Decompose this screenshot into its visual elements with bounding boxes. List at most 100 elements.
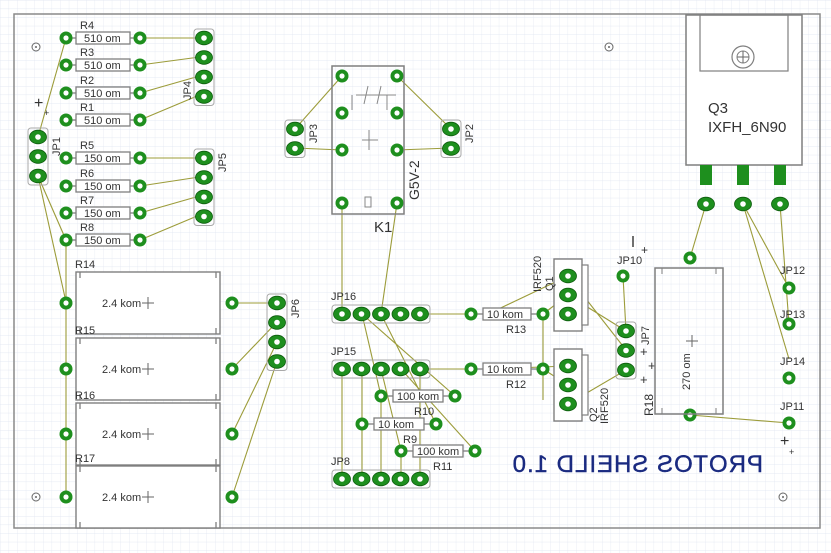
jp5-pin-4 — [195, 209, 213, 224]
mounting-hole-bottom-right — [778, 492, 788, 502]
jp10-label: JP10 — [617, 255, 642, 267]
jp1-pin-1 — [29, 129, 47, 145]
resistor-value-label: 10 kom — [378, 419, 414, 431]
jp4-pin-4 — [195, 89, 213, 104]
mosfet-ref-label: Q2 — [588, 407, 600, 422]
jp15-label: JP15 — [331, 346, 356, 358]
resistor-pad — [464, 307, 478, 321]
resistor-r18: 270 om R18 — [642, 267, 724, 416]
plus-marker: + — [648, 358, 656, 373]
jp3-label: JP3 — [308, 124, 320, 143]
resistor-r14 — [75, 271, 221, 335]
resistor-ref-label: R14 — [75, 259, 95, 271]
resistor-pad — [133, 206, 147, 220]
jp6-pin-3 — [268, 334, 286, 350]
resistor-value-label: 10 kom — [487, 364, 523, 376]
resistor-value-label: 510 om — [84, 88, 121, 100]
resistor-pad — [133, 58, 147, 72]
resistor-value-label: 2.4 kom — [102, 364, 141, 376]
resistor-ref-label: R6 — [80, 168, 94, 180]
outline-layer — [27, 28, 637, 529]
resistor-r4 — [66, 31, 140, 45]
relay-k1: G5V-2 K1 — [331, 65, 422, 236]
resistor-pad — [59, 296, 73, 310]
plus-marker: + — [34, 95, 43, 112]
jp4-pin-3 — [195, 69, 213, 85]
resistor-pad — [448, 389, 462, 403]
jp7-pin-1 — [617, 323, 635, 339]
relay-pin — [390, 143, 404, 157]
jp3-pin-1 — [286, 121, 304, 137]
relay-pin — [390, 69, 404, 83]
relay-pin — [335, 196, 349, 210]
resistor-value-label: 150 om — [84, 153, 121, 165]
plus-marker: + — [641, 243, 648, 257]
plus-marker: + — [640, 372, 648, 387]
jp1-pin-2 — [29, 149, 47, 164]
resistor-pad — [536, 362, 550, 376]
q3-ref-label: Q3 — [708, 100, 728, 117]
resistor-value-label: 150 om — [84, 235, 121, 247]
q3-part-label: IXFH_6N90 — [708, 119, 786, 136]
resistor-r17 — [75, 465, 221, 529]
board-title: PROTOS SHEILD 1.0 — [512, 451, 763, 478]
jp8-label: JP8 — [331, 456, 350, 468]
resistor-value-label: 150 om — [84, 181, 121, 193]
jp2-pin-2 — [442, 141, 460, 156]
resistor-pad — [464, 362, 478, 376]
relay-ref-label: K1 — [374, 219, 392, 236]
resistor-pad — [133, 151, 147, 165]
resistor-value-label: 150 om — [84, 208, 121, 220]
q3-pin — [697, 196, 715, 212]
mosfet-ref-label: Q1 — [544, 276, 556, 291]
relay-part-label: G5V-2 — [406, 160, 422, 200]
plus-marker-small: + — [789, 447, 794, 457]
resistor-value-label: 2.4 kom — [102, 429, 141, 441]
jp8-pin-2 — [352, 471, 371, 487]
resistor-pad — [429, 417, 443, 431]
resistor-pad — [225, 362, 239, 376]
resistor-ref-label: R1 — [80, 102, 94, 114]
resistor-value-label: 510 om — [84, 60, 121, 72]
resistor-pad — [59, 113, 73, 127]
resistor-ref-label: R8 — [80, 222, 94, 234]
r18-ref-label: R18 — [642, 394, 656, 416]
jp16-pin-1 — [333, 306, 351, 322]
mosfet-part-label: IRF520 — [599, 388, 611, 424]
jp7-pin-3 — [617, 362, 635, 378]
resistor-ref-label: R16 — [75, 390, 95, 402]
resistor-pad — [59, 206, 73, 220]
resistor-value-label: 100 kom — [397, 391, 439, 403]
resistor-value-label: 510 om — [84, 115, 121, 127]
jp14-label: JP14 — [780, 356, 805, 368]
jp6-pin-2 — [268, 315, 286, 330]
jp6-pin-4 — [268, 354, 286, 369]
resistor-pad — [374, 389, 388, 403]
jp1-label: JP1 — [51, 137, 63, 156]
relay-pin — [335, 143, 349, 157]
jp16-label: JP16 — [331, 291, 356, 303]
resistor-ref-label: R5 — [80, 140, 94, 152]
resistor-pad — [59, 31, 73, 45]
resistor-pad — [59, 233, 73, 247]
jp16-pin-4 — [391, 306, 410, 322]
resistor-pad — [225, 296, 239, 310]
jp8-pin-3 — [372, 471, 390, 487]
resistor-ref-label: R13 — [506, 324, 526, 336]
jp15-pin-2 — [352, 361, 371, 377]
jp15-pin-5 — [411, 361, 429, 377]
resistor-pad — [59, 86, 73, 100]
jp15-pin-3 — [372, 361, 390, 377]
jp3-pin-2 — [286, 141, 304, 156]
jp6-label: JP6 — [290, 299, 302, 318]
jp4-pin-2 — [195, 50, 213, 65]
resistor-pad — [133, 31, 147, 45]
mosfet-pin — [559, 268, 577, 284]
resistor-pad — [355, 417, 369, 431]
power-transistor-q3: Q3 IXFH_6N90 — [685, 14, 803, 185]
resistor-pad — [394, 444, 408, 458]
resistor-pad — [133, 113, 147, 127]
mosfet-part-label: IRF520 — [532, 256, 544, 292]
tab-mount-hole-icon — [731, 45, 755, 69]
